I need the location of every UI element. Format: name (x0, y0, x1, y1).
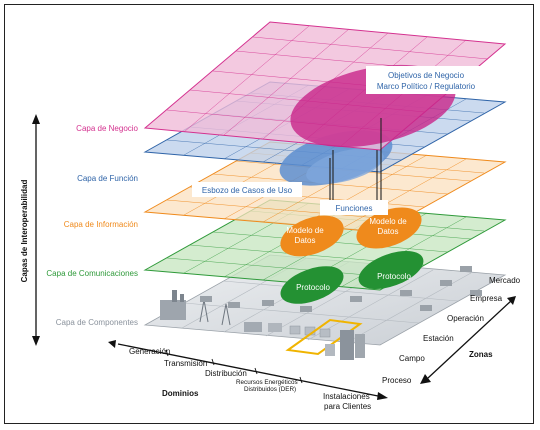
substation (244, 322, 282, 332)
protocol-oval-right (358, 250, 424, 290)
protocol-oval-left (280, 266, 344, 304)
data-model-label-left-1: Modelo de (286, 226, 324, 235)
protocol-label-right: Protocolo (377, 272, 411, 281)
use-case-label: Esbozo de Casos de Uso (202, 186, 293, 195)
domain-customer-line-2: para Clientes (324, 402, 371, 411)
zone-station: Estación (423, 334, 454, 343)
component-boxes (200, 266, 482, 312)
generation-plant (160, 290, 186, 320)
layer-labels: Capa de Negocio Capa de Función Capa de … (46, 124, 138, 327)
functions-label: Funciones (336, 204, 373, 213)
zones-axis: Mercado Empresa Operación Estación Campo… (382, 276, 521, 385)
domain-distribution: Distribución (205, 369, 247, 378)
data-model-label-right-1: Modelo de (369, 217, 407, 226)
interop-axis-label: Capas de Interoperabilidad (20, 180, 29, 283)
domain-der-line-1: Recursos Energéticos (236, 379, 298, 386)
zones-title: Zonas (469, 350, 493, 359)
interop-axis: Capas de Interoperabilidad (20, 114, 40, 346)
layer-label-communication: Capa de Comunicaciones (46, 269, 138, 278)
objectives-line-1: Objetivos de Negocio (388, 71, 465, 80)
protocol-label-left: Protocolo (296, 283, 330, 292)
customer-premises (285, 318, 365, 360)
layer-label-information: Capa de Información (64, 220, 138, 229)
domain-der-line-2: Distribuidos (DER) (244, 386, 296, 393)
function-oval-inner (306, 148, 384, 184)
domain-transmission: Transmisión (164, 359, 207, 368)
use-case-callout: Esbozo de Casos de Uso (192, 182, 302, 197)
layer-label-function: Capa de Función (77, 174, 138, 183)
domains-title: Dominios (162, 389, 199, 398)
layer-label-component: Capa de Componentes (56, 318, 138, 327)
information-layer: Modelo de Datos Modelo de Datos (143, 141, 507, 257)
domain-customer-line-1: Instalaciones (323, 392, 370, 401)
objectives-callout: Objetivos de Negocio Marco Político / Re… (366, 66, 486, 94)
zone-enterprise: Empresa (470, 294, 503, 303)
layer-label-business: Capa de Negocio (76, 124, 138, 133)
zone-operation: Operación (447, 314, 484, 323)
data-model-label-right-2: Datos (378, 227, 399, 236)
zone-market: Mercado (489, 276, 521, 285)
domains-axis: Generación Transmisión Distribución Recu… (108, 340, 388, 411)
data-model-label-left-2: Datos (295, 236, 316, 245)
zone-field: Campo (399, 354, 425, 363)
data-model-oval-right (356, 207, 422, 249)
objectives-line-2: Marco Político / Regulatorio (377, 82, 476, 91)
zone-process: Proceso (382, 376, 412, 385)
frame-border (4, 4, 534, 424)
domain-generation: Generación (129, 347, 170, 356)
data-model-oval-left (280, 215, 344, 257)
transmission-towers (199, 299, 231, 326)
functions-callout: Funciones (320, 200, 388, 215)
